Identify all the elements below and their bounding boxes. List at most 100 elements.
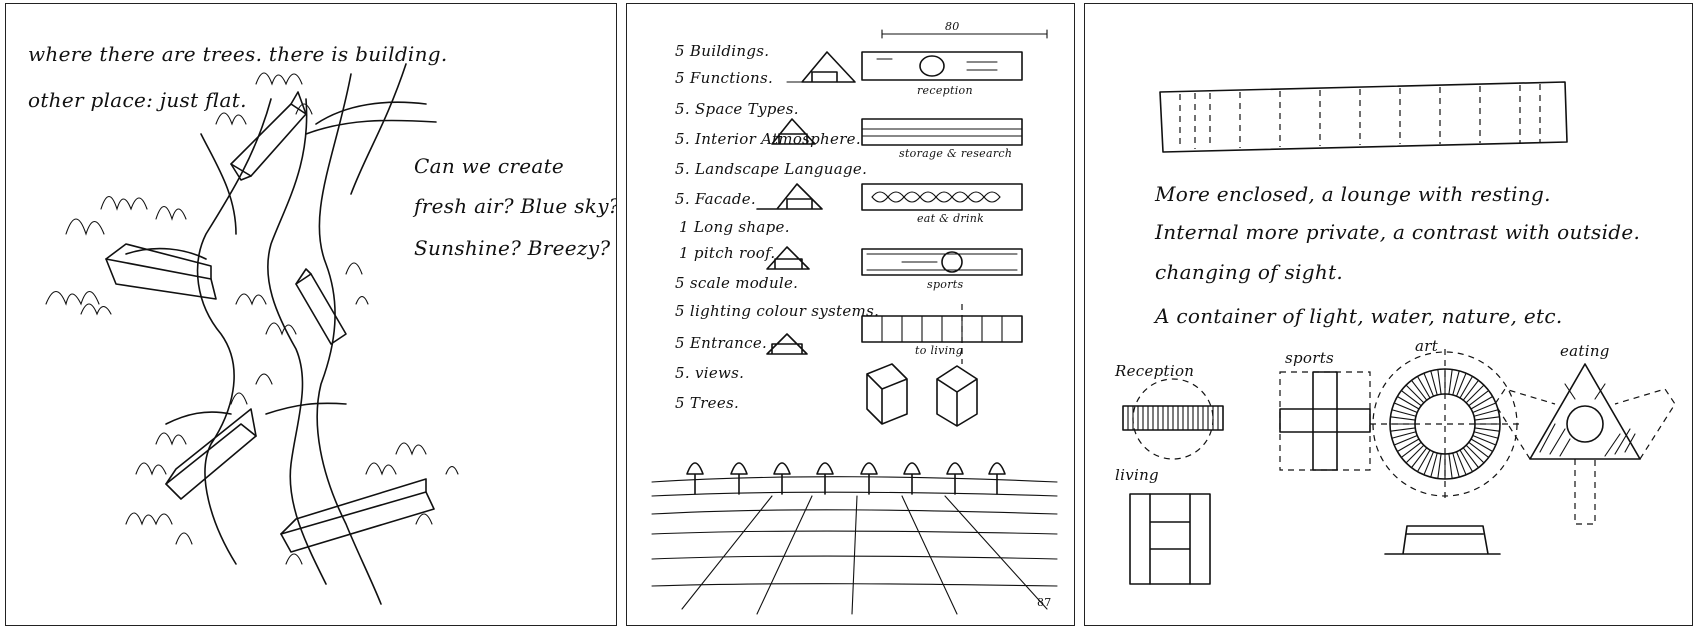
art-hatch-stroke [1468,441,1490,459]
art-hatch-stroke [1391,431,1417,439]
note-more-enclosed: More enclosed, a lounge with resting. [1155,182,1551,206]
art-hatch-stroke [1410,379,1428,401]
house-section-icon-1 [786,51,856,83]
art-hatch-stroke [1393,434,1418,446]
art-hatch-stroke [1470,438,1494,453]
art-hatch-stroke [1455,451,1467,476]
art-hatch-stroke [1430,370,1438,396]
building-sketch-4 [165,408,257,500]
art-hatch-stroke [1416,375,1431,399]
art-hatch-stroke [1437,453,1442,480]
question-line-2: fresh air? Blue sky? [414,194,617,218]
house-section-icon-4 [766,246,810,270]
cube-sketch-1 [866,363,908,425]
art-hatch-stroke [1455,372,1467,397]
art-hatch-stroke [1405,384,1425,404]
house-section-icon-3 [756,183,823,210]
reception-volume [1122,378,1224,460]
sketch-panel-volumes: More enclosed, a lounge with resting. In… [1084,3,1693,626]
label-reception: Reception [1115,362,1195,380]
house-section-icon-5 [766,333,808,355]
list-item: 5 Trees. [675,394,740,412]
art-hatch-stroke [1410,447,1428,469]
art-hatch-stroke [1459,449,1474,473]
art-hatch-stroke [1448,368,1453,395]
page-number: 87 [1037,596,1052,609]
label-sports: sports [927,278,964,291]
art-hatch-stroke [1430,452,1438,478]
note-container-light: A container of light, water, nature, etc… [1155,304,1563,328]
question-line-3: Sunshine? Breezy? [414,236,611,260]
art-hatch-stroke [1448,453,1453,480]
art-hatch-stroke [1472,402,1497,414]
list-item: 5 scale module. [675,274,799,292]
list-item: 1 pitch roof. [679,244,776,262]
label-reception: reception [917,84,973,97]
building-sketch-2 [105,243,217,300]
list-item: 5 Buildings. [675,42,770,60]
program-diagrams [651,29,1058,615]
art-hatch-stroke [1396,395,1420,410]
eating-volume [1494,363,1676,525]
art-hatch-stroke [1452,452,1460,478]
art-hatch-stroke [1474,416,1501,421]
plan-strip-living [861,304,1023,364]
art-hatch-stroke [1462,447,1480,469]
living-volume [1129,493,1211,585]
art-hatch-stroke [1405,444,1425,464]
plan-strip-storage [861,118,1023,146]
list-item: 1 Long shape. [679,218,790,236]
art-hatch-stroke [1462,379,1480,401]
sports-volume [1279,371,1371,471]
label-living: living [1115,466,1159,484]
art-hatch-stroke [1473,409,1499,417]
cube-sketch-2 [936,365,978,427]
art-hatch-stroke [1468,389,1490,407]
building-sketch-3 [295,268,347,345]
art-hatch-stroke [1389,416,1416,421]
art-hatch-stroke [1474,427,1501,432]
plan-strip-reception [861,51,1023,81]
label-eating: eating [1560,342,1610,360]
list-item: 5. views. [675,364,745,382]
art-hatch-stroke [1400,441,1422,459]
plan-strip-eat [861,183,1023,211]
label-storage: storage & research [899,147,1013,160]
sketch-panel-program-list: 5 Buildings. 5 Functions. 5. Space Types… [626,3,1075,626]
art-hatch-stroke [1472,434,1497,446]
art-hatch-stroke [1437,368,1442,395]
building-sketch-5 [280,478,435,553]
list-item: 5 Entrance. [675,334,768,352]
building-sketch-1 [230,91,307,181]
art-hatch-stroke [1400,389,1422,407]
dimension-label: 80 [945,20,960,33]
perspective-field [651,476,1058,615]
note-trees-building: where there are trees. there is building… [28,42,448,66]
label-art: art [1415,337,1439,355]
art-hatch-stroke [1391,409,1417,417]
house-section-icon-2 [771,118,816,145]
list-item: 5 lighting colour systems. [675,302,880,320]
art-hatch-stroke [1389,427,1416,432]
label-eat: eat & drink [917,212,985,225]
sketch-panel-tree-site: where there are trees. there is building… [5,3,617,626]
plan-strip-sports [861,248,1023,276]
label-sports: sports [1285,349,1335,367]
tree-row [686,462,1006,495]
tree-site-drawing [45,63,459,605]
list-item: 5. Landscape Language. [675,160,868,178]
tree-scribbles [45,72,459,565]
note-internal-private: Internal more private, a contrast with o… [1155,220,1641,244]
list-item: 5. Space Types. [675,100,799,118]
art-volume [1370,349,1520,499]
volume-diagrams [1122,81,1676,585]
art-hatch-stroke [1459,375,1474,399]
small-section [1384,525,1501,555]
long-elevation-strip [1159,81,1568,153]
art-hatch-stroke [1393,402,1418,414]
label-living: to living [915,344,964,357]
art-hatch-stroke [1416,449,1431,473]
note-changing-sight: changing of sight. [1155,260,1344,284]
art-hatch-stroke [1473,431,1499,439]
art-hatch-stroke [1465,444,1485,464]
